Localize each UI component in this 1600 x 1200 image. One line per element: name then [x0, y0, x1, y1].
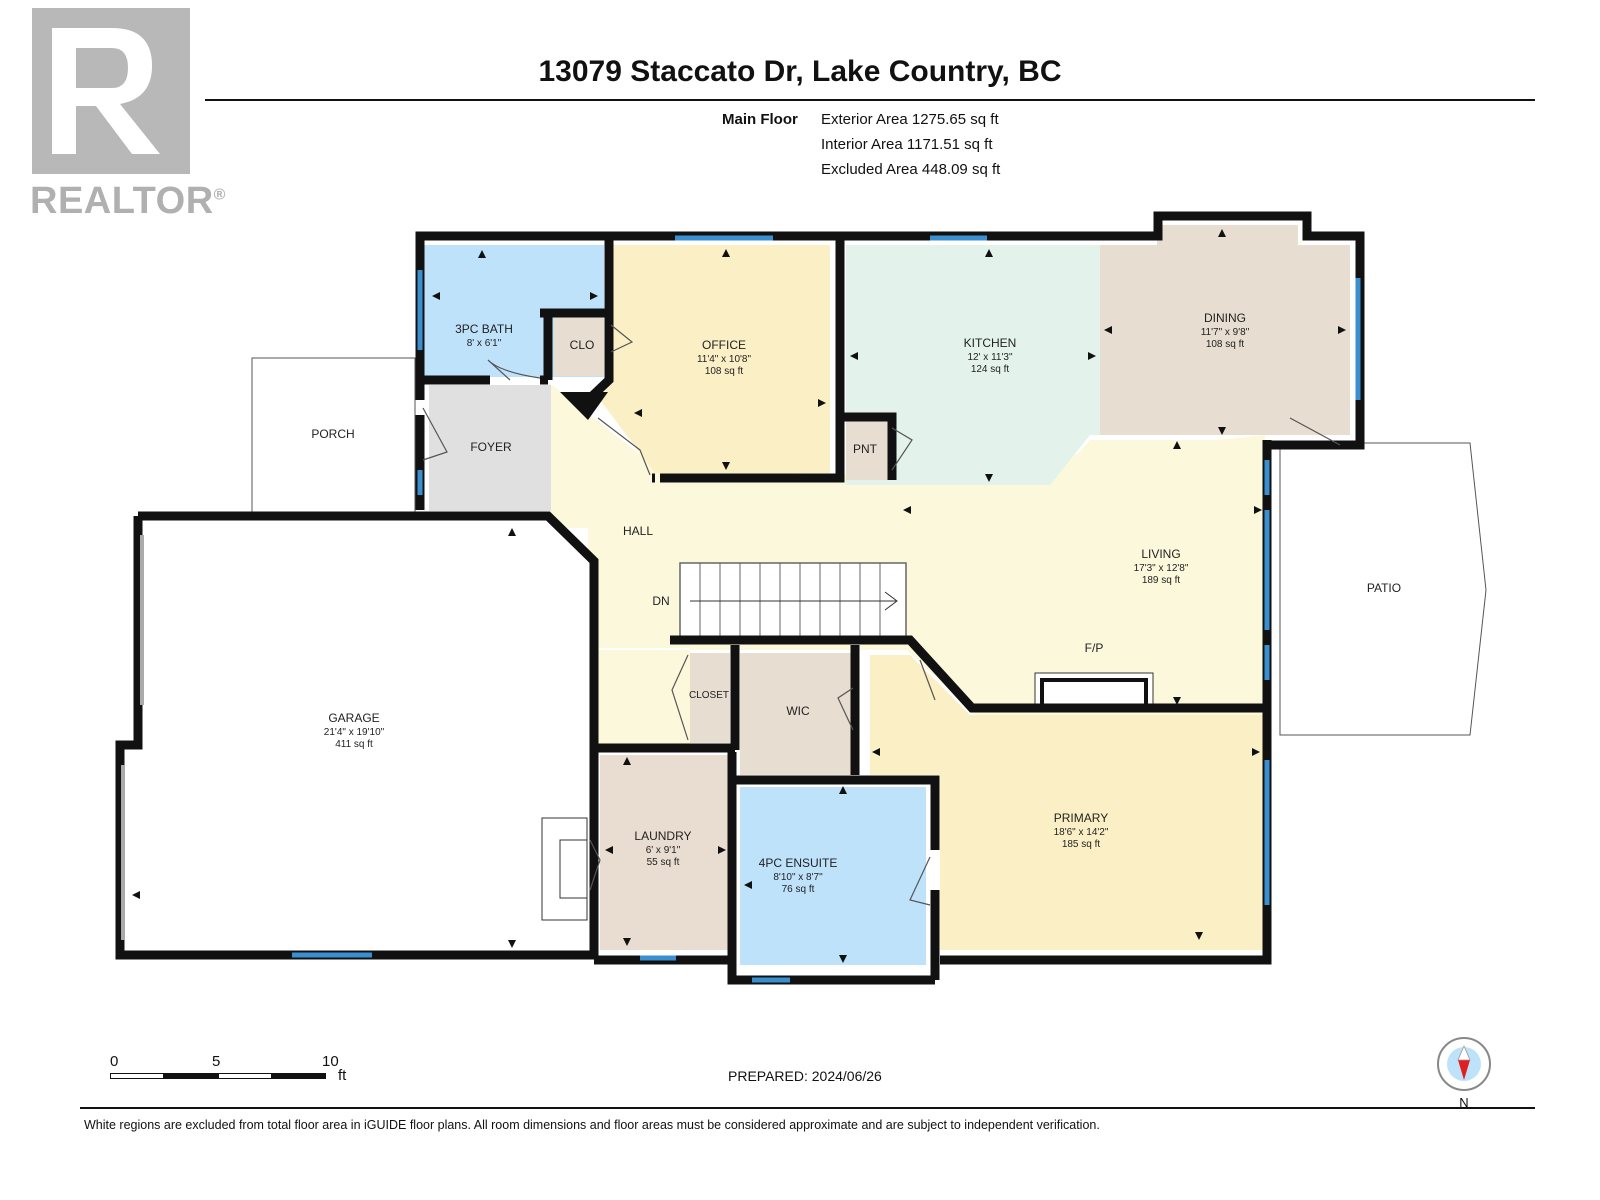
- dining-area: 108 sq ft: [1206, 339, 1245, 350]
- garage-name: GARAGE: [328, 711, 379, 725]
- laundry-area: 55 sq ft: [647, 857, 680, 868]
- realtor-logo: REALTOR®: [30, 8, 225, 223]
- room-fill-office: [600, 245, 830, 473]
- ensuite-dim: 8'10" x 8'7": [773, 872, 823, 883]
- title-rule: [205, 99, 1535, 101]
- excluded-area: Excluded Area 448.09 sq ft: [821, 161, 1001, 178]
- primary-name: PRIMARY: [1054, 811, 1108, 825]
- disclaimer: White regions are excluded from total fl…: [84, 1118, 1100, 1132]
- garage-step-inner: [559, 839, 588, 899]
- patio-name: PATIO: [1367, 581, 1401, 595]
- room-fill-clo: [554, 314, 604, 376]
- floor-name: Main Floor: [722, 111, 798, 128]
- room-fill-ensuite: [740, 787, 926, 965]
- room-fill-foyer: [429, 385, 551, 511]
- room-fill-kitchen: [846, 245, 1100, 485]
- prepared-date: PREPARED: 2024/06/26: [728, 1068, 882, 1084]
- fp-label: F/P: [1085, 641, 1104, 655]
- kitchen-name: KITCHEN: [964, 336, 1017, 350]
- door-swings: [422, 324, 1341, 906]
- interior-area: Interior Area 1171.51 sq ft: [821, 136, 993, 153]
- dn-label: DN: [652, 594, 669, 608]
- porch-name: PORCH: [311, 427, 354, 441]
- scale-segment-2: [164, 1073, 218, 1079]
- fireplace: [1034, 672, 1154, 709]
- footer-rule: [80, 1107, 1535, 1109]
- dining-dim: 11'7" x 9'8": [1201, 327, 1250, 338]
- laundry-name: LAUNDRY: [634, 829, 691, 843]
- closet-name: CLOSET: [689, 690, 729, 701]
- kitchen-dim: 12' x 11'3": [968, 352, 1013, 363]
- room-fill-primary: [870, 655, 1265, 950]
- compass-label: N: [1459, 1095, 1468, 1110]
- bath3-dim: 8' x 6'1": [467, 338, 502, 349]
- room-fill-patio: [1279, 442, 1487, 736]
- compass-icon: N: [1437, 1037, 1491, 1110]
- wic-name: WIC: [786, 704, 810, 718]
- dimension-arrows: [132, 229, 1346, 963]
- room-fill-closet: [690, 653, 730, 743]
- dining-name: DINING: [1204, 311, 1246, 325]
- kitchen-area: 124 sq ft: [971, 364, 1010, 375]
- room-fill-laundry: [600, 755, 728, 950]
- living-area: 189 sq ft: [1142, 575, 1181, 586]
- primary-dim: 18'6" x 14'2": [1054, 827, 1109, 838]
- garage-dim: 21'4" x 19'10": [324, 727, 385, 738]
- wall-corner: [560, 392, 608, 420]
- exterior-area: Exterior Area 1275.65 sq ft: [821, 111, 999, 128]
- scale-label-0: 0: [110, 1053, 119, 1070]
- office-dim: 11'4" x 10'8": [697, 354, 752, 365]
- room-fill-garage: [128, 528, 588, 948]
- pnt-name: PNT: [853, 442, 878, 456]
- hall-name: HALL: [623, 524, 653, 538]
- room-fill-wic: [740, 653, 855, 775]
- room-fill-dining: [1100, 225, 1350, 435]
- stairs: [679, 562, 907, 638]
- primary-area: 185 sq ft: [1062, 839, 1101, 850]
- living-name: LIVING: [1141, 547, 1180, 561]
- foyer-name: FOYER: [470, 440, 512, 454]
- scale-segment-3: [218, 1073, 272, 1079]
- scale-segment-1: [110, 1073, 164, 1079]
- realtor-logo-text: REALTOR®: [30, 180, 226, 222]
- clo-name: CLO: [570, 338, 595, 352]
- garage-area: 411 sq ft: [335, 739, 373, 750]
- scale-label-10: 10: [322, 1053, 339, 1070]
- compass: N: [1436, 1036, 1492, 1110]
- realtor-logo-mark: [32, 8, 190, 174]
- scale-label-5: 5: [212, 1053, 221, 1070]
- ensuite-area: 76 sq ft: [782, 884, 815, 895]
- scale-segment-4: [272, 1073, 326, 1079]
- page-title: 13079 Staccato Dr, Lake Country, BC: [538, 55, 1062, 88]
- bath3-name: 3PC BATH: [455, 322, 513, 336]
- office-area: 108 sq ft: [705, 366, 744, 377]
- ensuite-name: 4PC ENSUITE: [759, 856, 838, 870]
- room-labels: 3PC BATH 8' x 6'1" CLO OFFICE 11'4" x 10…: [311, 311, 1401, 895]
- windows: [292, 235, 1361, 983]
- living-dim: 17'3" x 12'8": [1134, 563, 1189, 574]
- room-fill-porch: [251, 357, 416, 513]
- scale-unit: ft: [338, 1067, 347, 1084]
- garage-doors: [121, 535, 144, 940]
- room-fill-pnt: [846, 418, 888, 480]
- office-name: OFFICE: [702, 338, 746, 352]
- laundry-dim: 6' x 9'1": [646, 845, 681, 856]
